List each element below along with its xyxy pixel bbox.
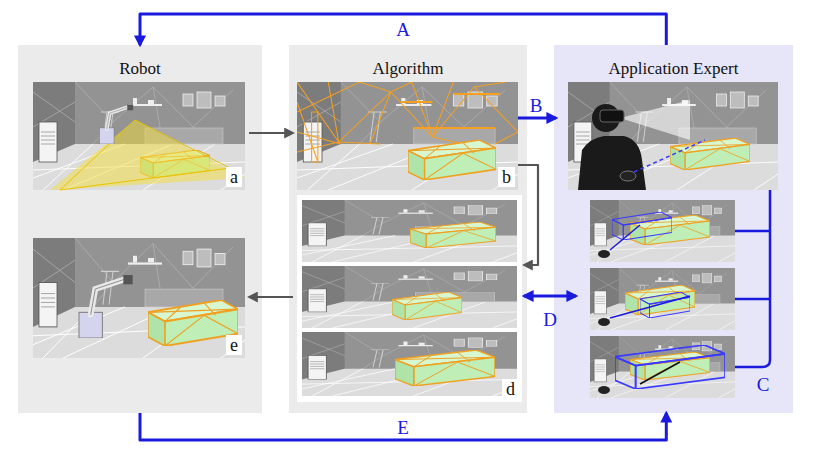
edge-label: B [530, 96, 543, 116]
scene-image: e [33, 238, 245, 358]
feedback-arrow [140, 413, 666, 440]
panel-title: Application Expert [554, 59, 793, 79]
panel-title: Robot [18, 59, 262, 79]
feedback-arrow [140, 14, 666, 45]
scene-image: a [33, 82, 245, 190]
image-letter: d [502, 379, 519, 399]
robot-panel: Robot a e [18, 45, 262, 413]
callout-letter: C [757, 375, 770, 395]
edge-label: D [543, 310, 557, 330]
expert-panel: Application Expert [554, 45, 793, 413]
edge-label: A [396, 20, 410, 40]
scene-image: b [297, 82, 518, 190]
panel-title: Algorithm [289, 59, 527, 79]
image-letter: b [498, 167, 515, 187]
algorithm-panel: Algorithm b d [289, 45, 527, 413]
edge-label: E [397, 418, 409, 438]
image-letter: a [226, 167, 242, 187]
image-group: d [297, 195, 522, 402]
image-letter: e [226, 335, 242, 355]
